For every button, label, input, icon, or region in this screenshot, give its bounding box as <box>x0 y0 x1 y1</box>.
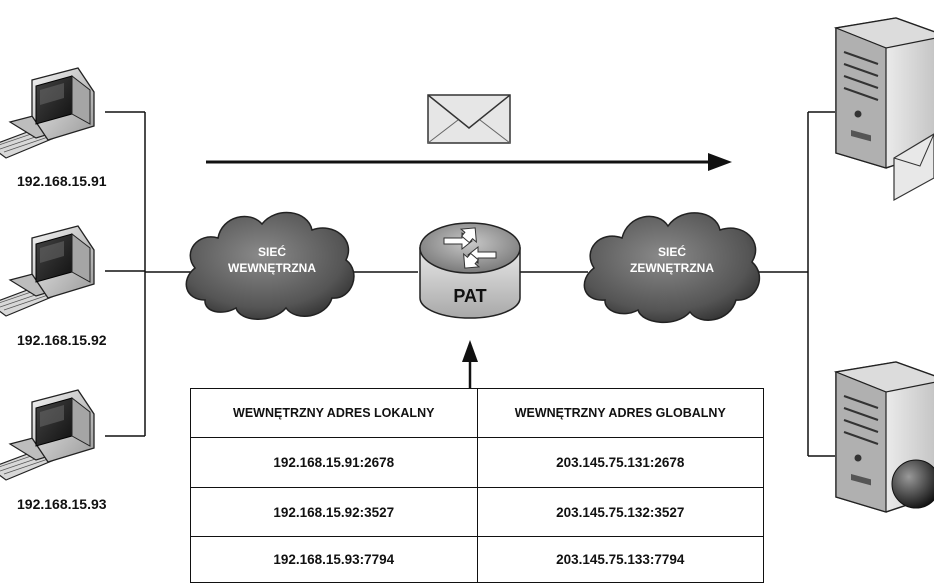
pat-translation-table: WEWNĘTRZNY ADRES LOKALNY WEWNĘTRZNY ADRE… <box>190 388 764 583</box>
column-header-local: WEWNĘTRZNY ADRES LOKALNY <box>190 388 478 438</box>
global-address-cell: 203.145.75.131:2678 <box>476 437 764 488</box>
router-label: PAT <box>453 286 486 306</box>
column-header-global: WEWNĘTRZNY ADRES GLOBALNY <box>476 388 764 438</box>
local-address-cell: 192.168.15.93:7794 <box>190 536 478 583</box>
inner-network-label: SIEĆ <box>258 244 286 259</box>
outer-network-label: SIEĆ <box>658 244 686 259</box>
server-icon <box>835 361 934 513</box>
inner-network-label: WEWNĘTRZNA <box>228 261 316 275</box>
server-icon <box>835 17 934 202</box>
table-row: 192.168.15.93:7794 203.145.75.133:7794 <box>190 536 764 583</box>
table-header-row: WEWNĘTRZNY ADRES LOKALNY WEWNĘTRZNY ADRE… <box>190 388 764 438</box>
outer-network-label: ZEWNĘTRZNA <box>630 261 714 275</box>
global-address-cell: 203.145.75.132:3527 <box>476 486 764 538</box>
arrow-right-icon <box>206 153 732 171</box>
host-bus-lines <box>105 111 835 457</box>
computer-icon <box>0 225 95 317</box>
cloud-icon <box>583 212 761 324</box>
global-address-cell: 203.145.75.133:7794 <box>476 536 764 583</box>
router-icon <box>419 222 521 319</box>
cloud-icon <box>185 211 355 320</box>
envelope-icon <box>427 94 511 144</box>
table-row: 192.168.15.91:2678 203.145.75.131:2678 <box>190 437 764 488</box>
arrow-up-icon <box>462 340 478 388</box>
host-ip-label: 192.168.15.93 <box>17 496 107 512</box>
local-address-cell: 192.168.15.92:3527 <box>190 486 478 538</box>
local-address-cell: 192.168.15.91:2678 <box>190 437 478 488</box>
computer-icon <box>0 67 95 159</box>
host-ip-label: 192.168.15.91 <box>17 173 107 189</box>
table-row: 192.168.15.92:3527 203.145.75.132:3527 <box>190 486 764 538</box>
computer-icon <box>0 389 95 481</box>
host-ip-label: 192.168.15.92 <box>17 332 107 348</box>
